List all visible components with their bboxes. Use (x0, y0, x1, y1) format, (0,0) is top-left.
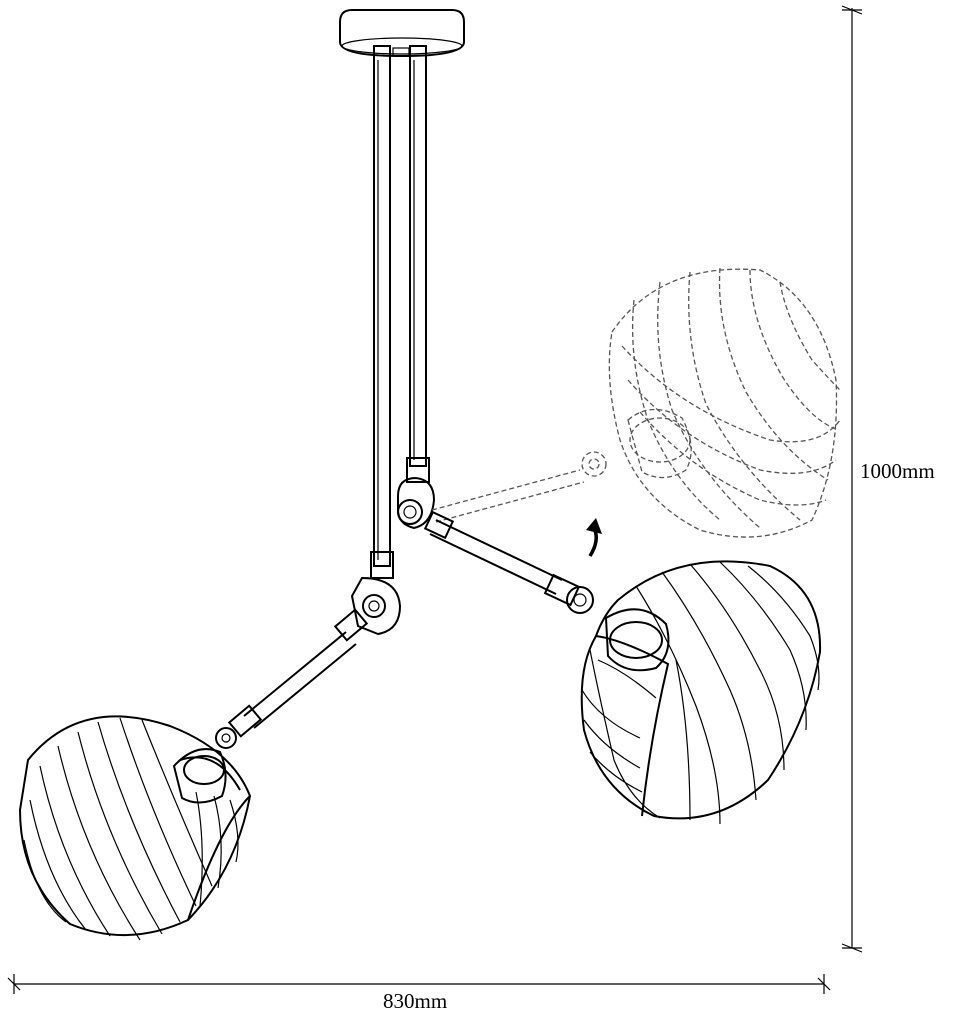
ghost-lamp-shade (608, 267, 841, 538)
ceiling-canopy (339, 9, 465, 58)
height-label: 1000mm (860, 459, 935, 483)
width-label: 830mm (383, 989, 447, 1013)
left-arm-joint (350, 576, 402, 636)
left-lamp-shade (18, 715, 252, 941)
right-elbow-joint (397, 476, 436, 530)
rotation-arrow-icon (586, 518, 602, 557)
right-arm (423, 510, 594, 614)
height-dimension: 1000mm (841, 5, 935, 953)
right-lamp-shade (580, 560, 822, 825)
vertical-stems (370, 45, 430, 579)
left-arm (215, 608, 369, 749)
width-dimension: 830mm (7, 974, 831, 1013)
ghost-arm (431, 451, 607, 523)
